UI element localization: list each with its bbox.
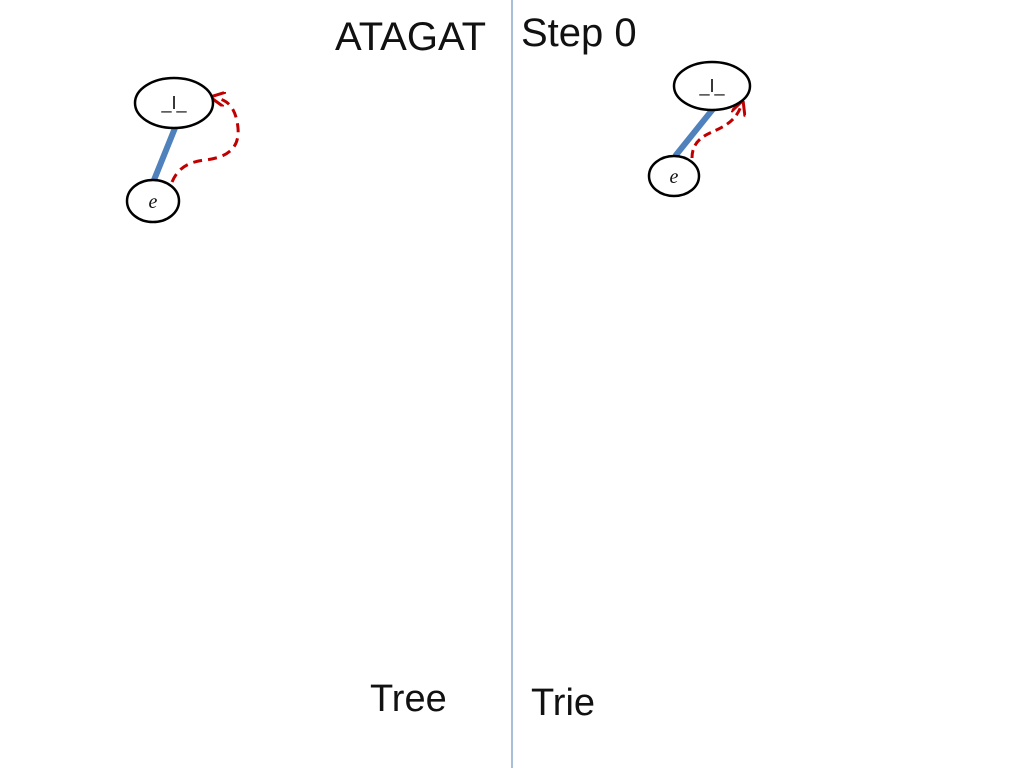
right-suffix-link: [690, 106, 741, 159]
right-title: Step 0: [521, 11, 637, 55]
left-title: ATAGAT: [335, 15, 487, 59]
left-caption: Tree: [370, 678, 447, 720]
right-edge: [673, 106, 716, 158]
right-child-label: e: [670, 166, 679, 188]
right-root-label: _I_: [698, 76, 725, 97]
left-root-node: _I_: [133, 76, 215, 130]
right-trie: _I_ e: [647, 60, 752, 198]
left-child-node: e: [125, 178, 181, 224]
left-tree: _I_ e: [125, 76, 240, 224]
right-root-node: _I_: [672, 60, 752, 112]
panel-divider: [511, 0, 513, 768]
right-child-node: e: [647, 154, 701, 198]
left-edge: [151, 125, 178, 183]
left-suffix-link: [170, 98, 240, 183]
right-caption: Trie: [531, 682, 596, 724]
left-root-label: _I_: [160, 93, 187, 114]
left-child-label: e: [149, 191, 158, 213]
